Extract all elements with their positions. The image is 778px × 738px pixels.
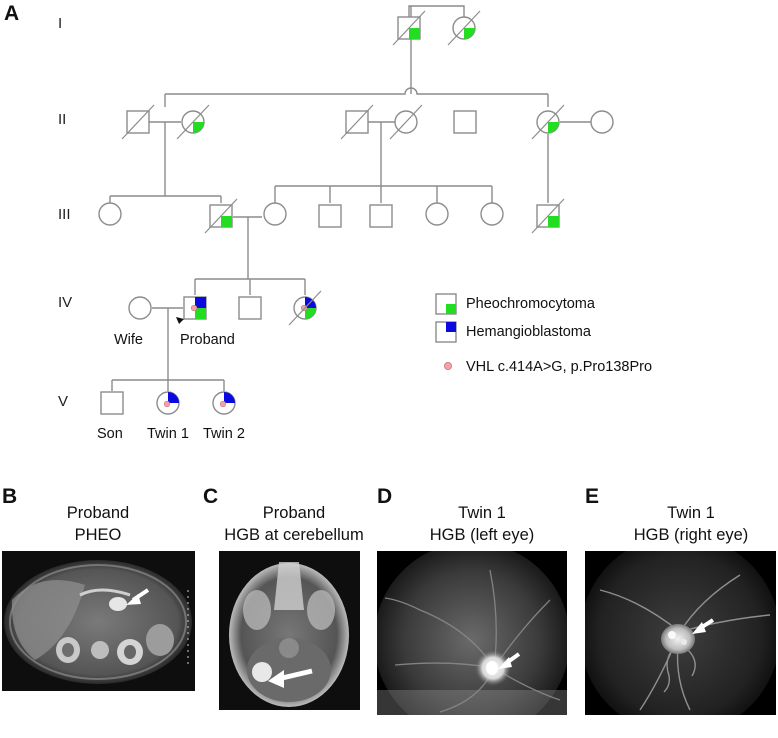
hemangioblastoma-quadrant	[224, 392, 235, 403]
label-twin-1: Twin 1	[147, 426, 189, 442]
white-arrow-c	[268, 668, 313, 688]
legend-label-variant: VHL c.414A>G, p.Pro138Pro	[466, 359, 652, 375]
panel-letter-b: B	[2, 485, 17, 508]
generation-label-iii: III	[58, 206, 71, 223]
panel-d-title-line-2: HGB (left eye)	[430, 526, 535, 544]
hemangioblastoma-quadrant	[168, 392, 179, 403]
individual-iii-5	[369, 204, 393, 228]
individual-i-2	[447, 10, 481, 46]
generation-label-i: I	[58, 15, 62, 32]
individual-ii-4	[389, 104, 423, 140]
individual-v-twin-1	[156, 391, 180, 415]
individual-iii-6	[425, 202, 449, 226]
white-arrow-b	[126, 588, 150, 605]
individual-iv-3	[238, 296, 262, 320]
legend-icon-variant	[443, 361, 452, 370]
variant-dot	[190, 304, 198, 312]
legend-label-pheochromocytoma: Pheochromocytoma	[466, 296, 596, 312]
legend-item-hemangioblastoma: Hemangioblastoma	[435, 321, 592, 343]
abdominal-mri-image	[2, 551, 195, 691]
individual-iii-3	[263, 202, 287, 226]
generation-label-v: V	[58, 393, 68, 410]
panel-c: C Proband HGB at cerebellum	[203, 485, 364, 710]
panel-e-title-line-2: HGB (right eye)	[634, 526, 749, 544]
panel-letter-d: D	[377, 485, 392, 508]
legend-icon-hemangioblastoma	[446, 322, 456, 332]
pheochromocytoma-quadrant	[195, 308, 206, 319]
individual-iii-8	[531, 198, 565, 234]
individual-iii-7	[480, 202, 504, 226]
individual-ii-6	[531, 104, 565, 140]
individual-iv-proband	[176, 296, 207, 324]
pedigree-lines	[109, 5, 591, 391]
label-wife: Wife	[114, 332, 143, 348]
legend: Pheochromocytoma Hemangioblastoma VHL c.…	[435, 293, 652, 375]
fundus-image-left-eye	[377, 551, 567, 715]
individual-v-twin-2	[212, 391, 236, 415]
variant-dot	[300, 304, 308, 312]
hemangioblastoma-quadrant	[195, 297, 206, 308]
individual-iii-1	[98, 202, 122, 226]
legend-item-variant: VHL c.414A>G, p.Pro138Pro	[443, 359, 652, 375]
individual-ii-7	[590, 110, 614, 134]
generation-label-iv: IV	[58, 294, 72, 311]
panel-letter-c: C	[203, 485, 218, 508]
white-arrow-d	[498, 652, 521, 669]
label-son: Son	[97, 426, 123, 442]
panel-d-title-line-1: Twin 1	[458, 504, 506, 522]
legend-icon-pheochromocytoma	[446, 304, 456, 314]
legend-item-pheochromocytoma: Pheochromocytoma	[435, 293, 596, 315]
pheochromocytoma-quadrant	[305, 308, 316, 319]
panel-b: B Proband PHEO	[2, 485, 195, 691]
variant-dot	[163, 400, 171, 408]
individual-iii-4	[318, 204, 342, 228]
panel-c-title-line-2: HGB at cerebellum	[224, 526, 363, 544]
individual-iv-wife	[128, 296, 152, 320]
proband-arrow	[176, 317, 184, 324]
pheochromocytoma-quadrant	[548, 216, 559, 227]
panel-letter-e: E	[585, 485, 599, 508]
brain-mri-image	[219, 551, 360, 710]
legend-label-hemangioblastoma: Hemangioblastoma	[466, 324, 592, 340]
pheochromocytoma-quadrant	[193, 122, 204, 133]
individual-v-son	[100, 391, 124, 415]
pheochromocytoma-quadrant	[409, 28, 420, 39]
pedigree-panel: A I II III IV V	[4, 2, 652, 442]
individual-ii-1	[121, 104, 155, 140]
label-proband: Proband	[180, 332, 235, 348]
individual-ii-2	[176, 104, 210, 140]
individual-ii-5	[453, 110, 477, 134]
generation-label-ii: II	[58, 111, 66, 128]
panel-c-title-line-1: Proband	[263, 504, 325, 522]
individual-iii-2	[204, 198, 238, 234]
panel-e: E Twin 1 HGB (right eye)	[585, 485, 776, 715]
panel-e-title-line-1: Twin 1	[667, 504, 715, 522]
label-twin-2: Twin 2	[203, 426, 245, 442]
fundus-image-right-eye	[585, 551, 776, 715]
pheochromocytoma-quadrant	[464, 28, 475, 39]
panel-b-title-line-2: PHEO	[75, 526, 122, 544]
generation-labels: I II III IV V	[58, 15, 72, 410]
individual-i-1	[392, 10, 426, 46]
pheochromocytoma-quadrant	[548, 122, 559, 133]
panel-b-title-line-1: Proband	[67, 504, 129, 522]
white-arrow-e	[692, 618, 715, 634]
individual-iv-4	[288, 290, 322, 326]
pheochromocytoma-quadrant	[221, 216, 232, 227]
panel-d: D Twin 1 HGB (left eye)	[377, 485, 567, 715]
variant-dot	[219, 400, 227, 408]
individual-ii-3	[340, 104, 374, 140]
panel-letter-a: A	[4, 2, 19, 25]
